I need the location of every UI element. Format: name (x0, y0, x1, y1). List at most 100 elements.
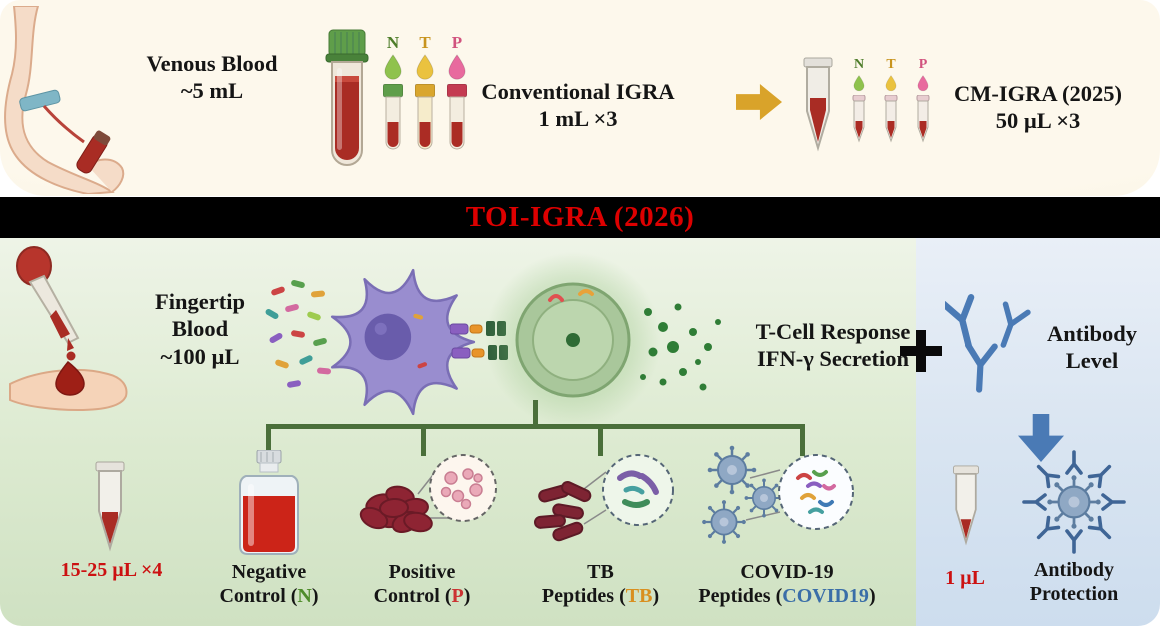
tb-line2-prefix: Peptides ( (541, 585, 626, 608)
mini-tube-icon (884, 95, 898, 143)
mini-tube-label-N: N (853, 57, 865, 72)
virus-antibody-protection-icon (1022, 450, 1126, 554)
positive-accent: P (451, 585, 464, 608)
bottom-section-background (0, 238, 1160, 626)
t-cell-icon (485, 252, 721, 428)
positive-line2-prefix: Control ( (373, 585, 452, 608)
fingertip-line2: Blood (171, 316, 229, 342)
fingertip-blood-label: Fingertip Blood ~100 µL (125, 288, 275, 370)
venous-blood-label: Venous Blood ~5 mL (128, 50, 296, 105)
mini-tube-column-T: T (880, 58, 902, 143)
assay-tube-column-T: T (412, 34, 438, 156)
tcell-response-label: T-Cell Response IFN-γ Secretion (748, 318, 918, 373)
top-section-background (0, 0, 1160, 196)
mini-tube-icon (852, 95, 866, 143)
droplet-icon (416, 54, 434, 80)
cell-cluster-icon (356, 454, 497, 537)
positive-line1: Positive (388, 561, 456, 583)
bracket-drop-covid (800, 426, 805, 456)
bracket-stem (533, 400, 538, 426)
antibody-protection-line1: Antibody (1033, 559, 1115, 581)
mini-tube-column-P: P (912, 58, 934, 143)
plus-icon (900, 330, 942, 372)
tube-label-T: T (419, 33, 431, 52)
volume-right-label: 1 µL (945, 567, 985, 589)
left-microtube-icon (95, 461, 125, 552)
covid-line2: Peptides (COVID19) (692, 584, 882, 608)
pipette-fingertip-icon (9, 246, 128, 412)
assay-tube-column-N: N (380, 34, 406, 156)
sample-tube-icon (415, 84, 435, 150)
conventional-igra-label: Conventional IGRA 1 mL ×3 (478, 78, 678, 133)
antibody-level-line1: Antibody (1046, 321, 1138, 346)
tb-peptides-label: TB Peptides (TB) (528, 560, 673, 609)
tb-accent: TB (625, 585, 653, 608)
droplet-icon (384, 54, 402, 80)
mini-tube-label-T: T (886, 57, 896, 72)
microtube-icon (803, 57, 833, 152)
arm-blood-draw-icon (4, 6, 125, 194)
tb-line1: TB (587, 561, 614, 583)
tcell-response-line1: T-Cell Response (755, 319, 911, 344)
magnifier-circle (778, 454, 854, 530)
antibody-protection-label: Antibody Protection (1008, 558, 1140, 607)
blood-collection-tube-icon (325, 29, 369, 166)
cm-igra-line2: 50 µL ×3 (995, 108, 1081, 134)
tube-label-N: N (386, 33, 400, 52)
negative-line2-suffix: ) (311, 585, 319, 608)
conventional-igra-line2: 1 mL ×3 (538, 106, 618, 132)
negative-accent: N (297, 585, 312, 608)
tcell-response-line2: IFN-γ Secretion (757, 346, 909, 372)
bracket-drop-positive (421, 426, 426, 456)
mini-tube-icon (916, 95, 930, 143)
covid-line1: COVID-19 (740, 561, 834, 583)
tb-line2-suffix: ) (652, 585, 660, 608)
dendritic-cell-icon (330, 268, 476, 416)
antibody-level-line2: Level (1065, 348, 1119, 374)
droplet-icon (917, 75, 929, 92)
mini-tube-column-N: N (848, 58, 870, 143)
sample-tube-icon (447, 84, 467, 150)
tb-line2: Peptides (TB) (528, 584, 673, 608)
cm-igra-line1: CM-IGRA (2025) (953, 81, 1123, 106)
right-microtube-icon (953, 465, 979, 546)
droplet-icon (853, 75, 865, 92)
covid-line2-prefix: Peptides ( (698, 585, 783, 608)
droplet-icon (885, 75, 897, 92)
volume-left-label: 15-25 µL ×4 (60, 559, 163, 581)
positive-line2: Control (P) (352, 584, 492, 608)
assay-tube-column-P: P (444, 34, 470, 156)
bracket-drop-tb (598, 426, 603, 456)
magnifier-circle (429, 454, 497, 522)
venous-blood-line2: ~5 mL (180, 78, 244, 104)
negative-line2: Control (N) (198, 584, 340, 608)
covid-peptides-label: COVID-19 Peptides (COVID19) (692, 560, 882, 609)
bracket-drop-negative (266, 426, 271, 456)
green-zone-background (0, 238, 916, 626)
antibody-icons (945, 292, 1037, 397)
fingertip-line1: Fingertip (155, 289, 245, 314)
banner-title: TOI-IGRA (2026) (465, 201, 695, 233)
negative-line1: Negative (231, 561, 307, 583)
positive-control-label: Positive Control (P) (352, 560, 492, 609)
ifn-gamma-dots (640, 303, 721, 391)
positive-line2-suffix: ) (463, 585, 471, 608)
mini-tube-label-P: P (918, 57, 928, 72)
covid-line2-suffix: ) (868, 585, 876, 608)
cm-igra-label: CM-IGRA (2025) 50 µL ×3 (938, 80, 1138, 135)
negative-control-label: Negative Control (N) (198, 560, 340, 609)
bracket-horizontal (266, 424, 805, 429)
covid-accent: COVID19 (782, 585, 869, 608)
antibody-level-label: Antibody Level (1032, 320, 1152, 375)
culture-bottle-icon (239, 450, 299, 555)
sample-tube-icon (383, 84, 403, 150)
conventional-igra-line1: Conventional IGRA (481, 79, 675, 104)
fingertip-line3: ~100 µL (160, 343, 240, 369)
covid-virus-icon (701, 444, 854, 545)
venous-blood-line1: Venous Blood (146, 51, 278, 76)
antibody-protection-line2: Protection (1029, 583, 1119, 606)
tb-bacteria-icon (533, 454, 674, 542)
tube-label-P: P (451, 33, 463, 52)
banner: TOI-IGRA (2026) (0, 197, 1160, 238)
